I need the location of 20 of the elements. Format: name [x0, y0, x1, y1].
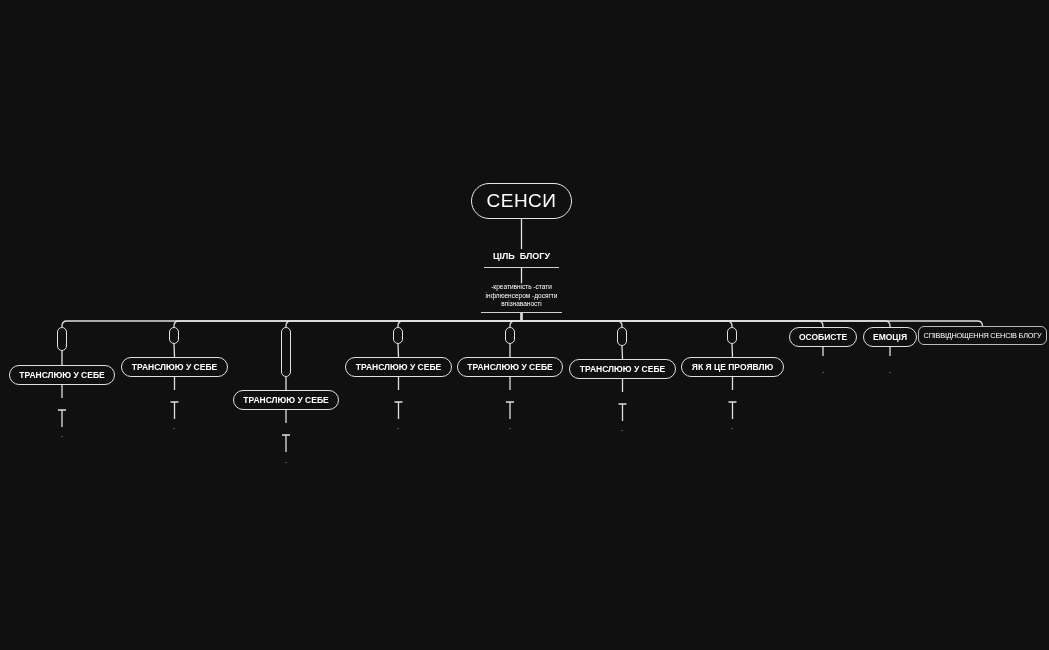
connector-line: [509, 343, 511, 358]
connector-line: [285, 376, 287, 391]
connector-line: [520, 218, 523, 250]
stub-line: [822, 346, 824, 357]
stub-line: [61, 384, 63, 399]
connector-line: [621, 345, 624, 360]
stub-line: [731, 376, 734, 391]
stub-line: [889, 346, 891, 357]
stub-line: [397, 376, 400, 391]
stub-line: [621, 378, 624, 393]
connector-line: [61, 350, 63, 366]
connector-line: [520, 267, 523, 284]
connector-line: [397, 343, 400, 358]
stub-line: [173, 376, 176, 391]
connector-line: [520, 312, 984, 327]
stub-line: [509, 376, 511, 391]
connector-line: [173, 343, 176, 358]
stub-line: [285, 409, 287, 424]
heading-text: ЦІЛЬ БЛОГУ: [484, 249, 559, 268]
connector-line: [731, 343, 734, 358]
